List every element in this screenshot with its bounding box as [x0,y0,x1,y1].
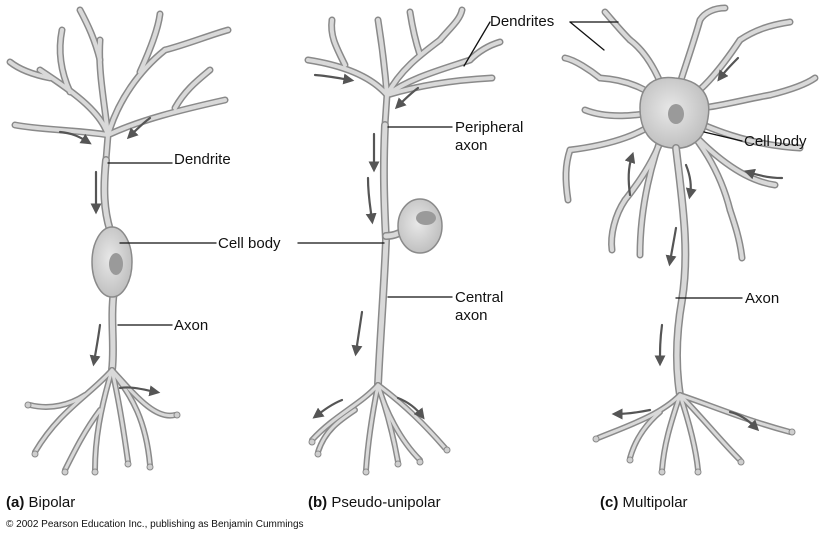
label-central-axon-1: Central [455,289,503,306]
label-cell-body-a: Cell body [218,235,281,252]
label-axon-a: Axon [174,317,208,334]
caption-pseudo-unipolar-letter: (b) [308,494,327,511]
pseudo-unipolar-neuron [298,10,500,475]
pseudo-unipolar-soma [398,199,442,253]
caption-bipolar: (a) Bipolar [6,494,75,511]
caption-pseudo-unipolar: (b) Pseudo-unipolar [308,494,441,511]
pseudo-unipolar-nucleus [416,211,436,225]
bipolar-neuron [10,10,228,475]
multipolar-neuron [565,8,815,475]
label-axon-c: Axon [745,290,779,307]
label-peripheral-axon-1: Peripheral [455,119,523,136]
caption-multipolar-letter: (c) [600,494,618,511]
label-dendrites: Dendrites [490,13,554,30]
bipolar-nucleus [109,253,123,275]
label-cell-body-c: Cell body [744,133,807,150]
caption-bipolar-letter: (a) [6,494,24,511]
label-dendrite: Dendrite [174,151,231,168]
caption-bipolar-text: Bipolar [29,494,76,511]
label-central-axon-2: axon [455,307,488,324]
multipolar-nucleus [668,104,684,124]
copyright-notice: © 2002 Pearson Education Inc., publishin… [6,519,304,531]
caption-pseudo-unipolar-text: Pseudo-unipolar [331,494,440,511]
caption-multipolar-text: Multipolar [623,494,688,511]
label-peripheral-axon-2: axon [455,137,488,154]
caption-multipolar: (c) Multipolar [600,494,688,511]
